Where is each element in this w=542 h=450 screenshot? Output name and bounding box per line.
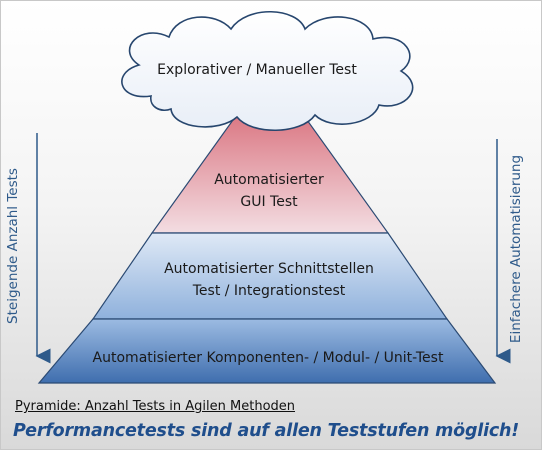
left-arrow-label: Steigende Anzahl Tests: [5, 168, 21, 324]
pyramid-tier-bottom: [37, 318, 497, 384]
tier-top-label-line2: GUI Test: [240, 194, 298, 210]
cloud-label: Explorativer / Manueller Test: [157, 62, 357, 78]
right-arrow-label: Einfachere Automatisierung: [508, 155, 524, 343]
performance-headline: Performancetests sind auf allen Teststuf…: [13, 421, 520, 441]
pyramid-diagram: Explorativer / Manueller Test Automatisi…: [5, 11, 524, 384]
tier-bottom-label: Automatisierter Komponenten- / Modul- / …: [93, 350, 444, 366]
tier-middle-label-line1: Automatisierter Schnittstellen: [164, 261, 374, 277]
tier-top-label-line1: Automatisierter: [214, 172, 324, 188]
diagram-caption: Pyramide: Anzahl Tests in Agilen Methode…: [15, 399, 296, 414]
cloud-shape: [121, 11, 414, 132]
tier-middle-label-line2: Test / Integrationstest: [192, 283, 346, 299]
